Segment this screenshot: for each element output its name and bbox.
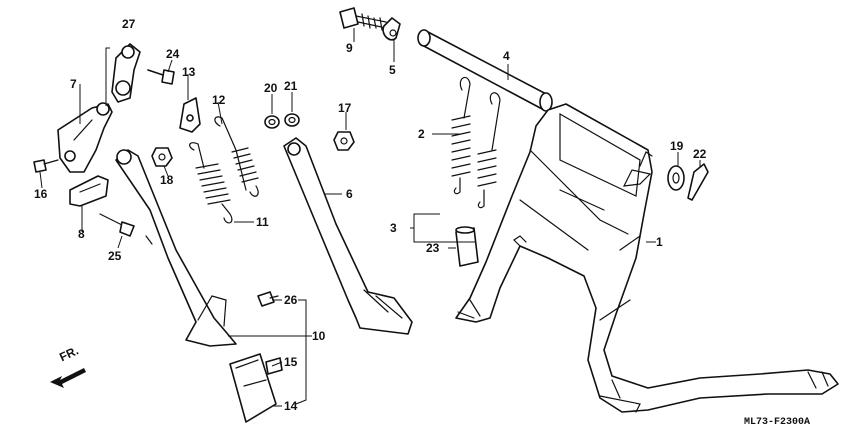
side-stand-leg: [115, 149, 237, 347]
spring-2: [451, 76, 471, 195]
callout-14: 14: [284, 399, 298, 413]
callout-11: 11: [256, 215, 269, 229]
spring-12: [214, 116, 259, 197]
callout-15: 15: [284, 355, 298, 369]
front-direction-label: FR.: [57, 343, 80, 364]
callout-19: 19: [670, 139, 684, 153]
callout-12: 12: [212, 93, 226, 107]
callout-26: 26: [284, 293, 298, 307]
collar-23: [455, 226, 479, 267]
callout-13: 13: [182, 65, 196, 79]
callout-4: 4: [503, 49, 510, 63]
callout-23: 23: [426, 241, 440, 255]
callout-6: 9: [346, 41, 353, 55]
callout-17: 17: [338, 101, 352, 115]
callout-labels: 1 2 3 4 5 9 6 7 8 10 11 12 13 14 15 16 1…: [34, 17, 707, 413]
callout-22: 22: [693, 147, 707, 161]
bolt-24: [147, 69, 175, 85]
side-stand-bracket: [57, 102, 113, 173]
callout-20: 20: [264, 81, 278, 95]
spring-3: [477, 92, 501, 209]
nut-17: [333, 131, 355, 151]
bolt-25: [99, 213, 135, 237]
leader-26-14: [295, 299, 307, 405]
cotter-clip-5: [382, 17, 401, 41]
spring-11: [189, 142, 233, 224]
rubber-15: [265, 357, 283, 375]
shaft-4: [417, 29, 553, 112]
nut-18: [151, 147, 173, 167]
callout-18: 18: [160, 173, 174, 187]
leader-27-7: [105, 47, 110, 106]
plate-8: [69, 175, 109, 207]
center-stand: [455, 103, 839, 413]
callout-1: 1: [656, 235, 663, 249]
bracket-13: [179, 97, 201, 133]
leader-lines: [39, 28, 701, 407]
callout-10: 10: [312, 329, 326, 343]
callout-8: 8: [78, 227, 85, 241]
callout-2: 2: [418, 127, 425, 141]
switch-arm-27: [111, 43, 141, 103]
bolt-16: [33, 159, 59, 173]
callout-16: 16: [34, 187, 48, 201]
washers-20-21: [264, 113, 300, 129]
callout-6b: 6: [346, 187, 353, 201]
callout-5: 5: [389, 63, 396, 77]
callout-21: 21: [284, 79, 298, 93]
front-direction-arrow: [50, 368, 86, 388]
leader-3: [410, 213, 476, 243]
stand-leg-6: [283, 137, 413, 335]
callout-25: 25: [108, 249, 122, 263]
washer-19: [667, 165, 685, 191]
callout-3: 3: [390, 221, 397, 235]
pivot-bolt-9: [339, 7, 387, 31]
pad-14: [229, 353, 277, 423]
callout-24: 24: [166, 47, 180, 61]
callout-27: 27: [122, 17, 136, 31]
diagram-code: ML73-F2300A: [744, 417, 810, 428]
callout-7: 7: [70, 77, 77, 91]
pin-22: [687, 163, 709, 201]
bolt-26: [257, 291, 279, 307]
